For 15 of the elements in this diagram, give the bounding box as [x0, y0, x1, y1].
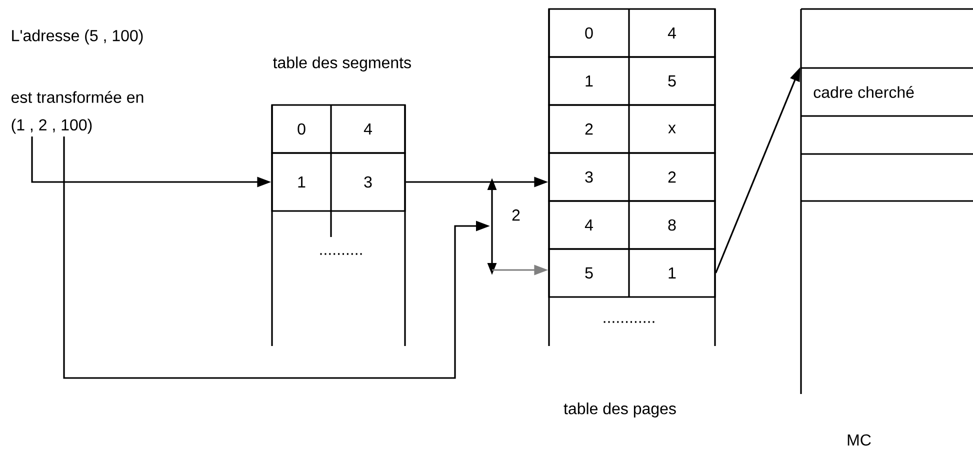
- ellipsis: ..........: [320, 253, 362, 255]
- table-row: 2 x: [548, 104, 716, 154]
- table-row: 0 4: [271, 104, 406, 154]
- table-row: 3 2: [548, 152, 716, 202]
- offset-label: 2: [512, 209, 520, 221]
- table-row: 5 1: [548, 248, 716, 298]
- table-row: 1 5: [548, 56, 716, 106]
- address-text: (1 , 2 , 100): [12, 118, 92, 134]
- table-row: 1 3: [271, 152, 406, 212]
- ellipsis: ............: [604, 321, 654, 323]
- table-row: 0 4: [548, 8, 716, 58]
- memory-frame: cadre cherché: [800, 67, 973, 117]
- text: est transformée en: [12, 91, 144, 103]
- table-row: 4 8: [548, 200, 716, 250]
- text: L'adresse (5 , 100): [12, 30, 143, 44]
